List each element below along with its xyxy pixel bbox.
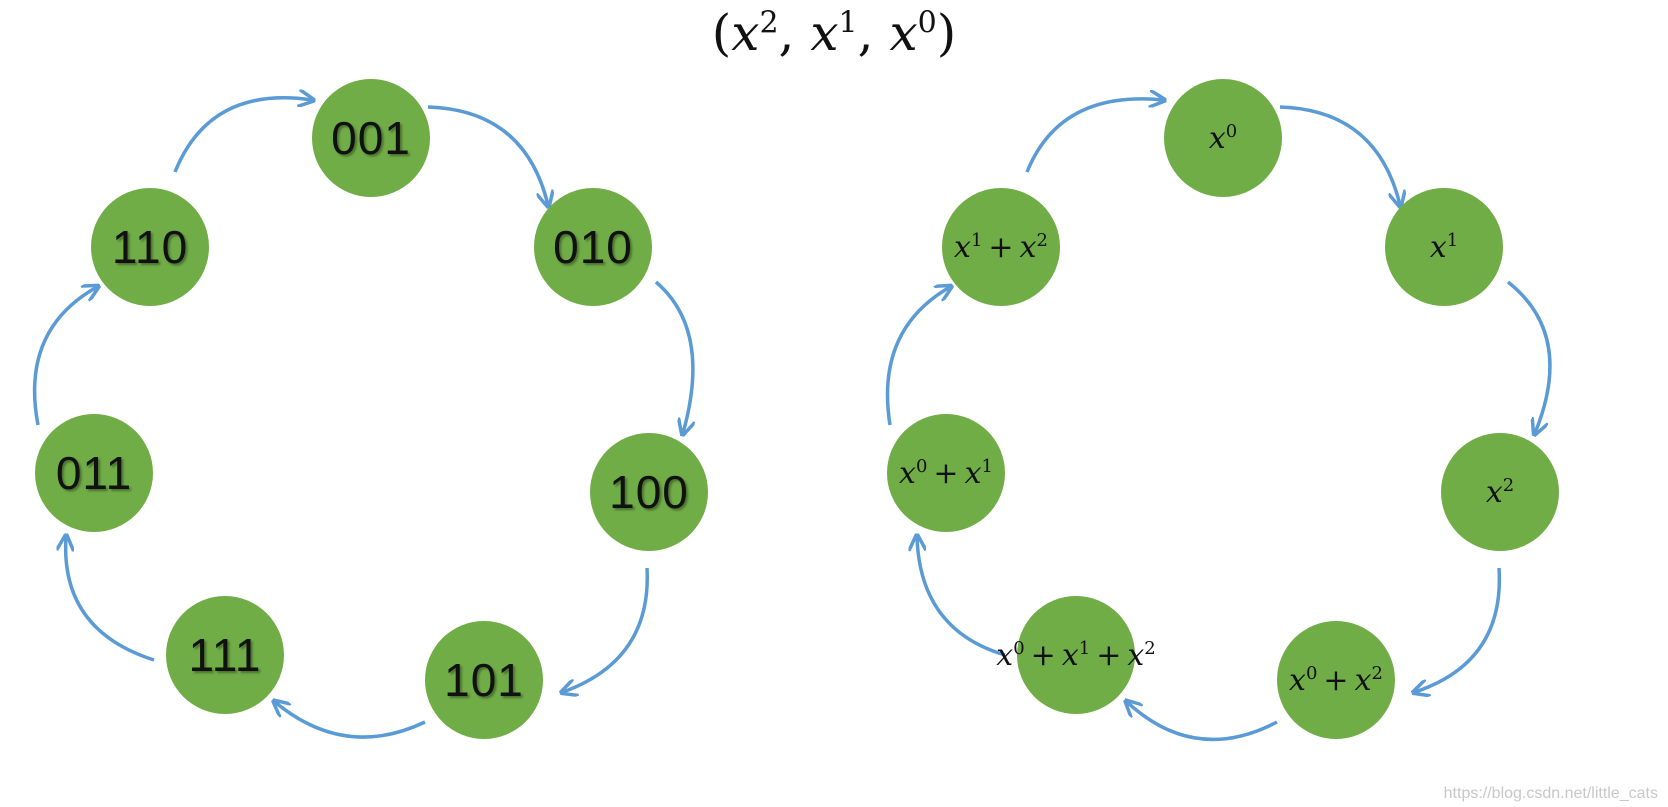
left-cycle-arrow-2 bbox=[654, 280, 693, 433]
state-node-binary: 001 bbox=[312, 79, 430, 197]
state-node-polynomial: x0+x1 bbox=[887, 414, 1005, 532]
title-term: x0 bbox=[889, 4, 937, 62]
state-node-binary: 011 bbox=[35, 414, 153, 532]
state-node-binary: 111 bbox=[166, 596, 284, 714]
polynomial-term: x1 bbox=[964, 455, 993, 491]
state-node-binary: 010 bbox=[534, 188, 652, 306]
polynomial-label: x2 bbox=[1486, 475, 1514, 510]
state-node-polynomial: x0+x1+x2 bbox=[996, 596, 1156, 714]
state-node-polynomial: x1+x2 bbox=[942, 188, 1060, 306]
polynomial-term: x0 bbox=[1208, 120, 1238, 156]
watermark: https://blog.csdn.net/little_cats bbox=[1443, 785, 1658, 802]
left-cycle-arrow-4 bbox=[275, 702, 426, 739]
polynomial-label: x1 bbox=[1430, 230, 1458, 265]
state-label: 111 bbox=[188, 629, 262, 681]
polynomial-label: x0+x1 bbox=[899, 455, 993, 491]
left-cycle-arrow-6 bbox=[32, 287, 97, 426]
left-cycle-arrow-5 bbox=[66, 537, 155, 662]
state-node-polynomial: x1 bbox=[1385, 188, 1503, 306]
left-cycle-arrow-1 bbox=[427, 105, 548, 205]
left-cycle-arrow-3 bbox=[563, 567, 649, 692]
polynomial-term: x2 bbox=[1127, 637, 1156, 673]
right-cycle-arrow-3 bbox=[1415, 567, 1502, 692]
state-label: 011 bbox=[55, 447, 133, 499]
polynomial-label: x1+x2 bbox=[954, 229, 1048, 265]
title-term: x2 bbox=[731, 4, 779, 62]
state-node-binary: 100 bbox=[590, 433, 708, 551]
state-label: 110 bbox=[111, 221, 189, 273]
state-node-polynomial: x0 bbox=[1164, 79, 1282, 197]
state-label: 001 bbox=[331, 112, 411, 164]
polynomial-label: x0+x1+x2 bbox=[996, 637, 1156, 673]
state-node-binary: 110 bbox=[91, 188, 209, 306]
polynomial-term: x0 bbox=[899, 455, 928, 491]
polynomial-term: x2 bbox=[1019, 229, 1048, 265]
right-cycle-arrow-6 bbox=[885, 287, 951, 426]
diagram-title: (x2, x1, x0) bbox=[711, 4, 957, 62]
polynomial-term: x1 bbox=[1061, 637, 1091, 673]
polynomial-term: x0 bbox=[1289, 662, 1318, 698]
right-cycle-arrow-2 bbox=[1506, 280, 1552, 433]
state-label: 010 bbox=[553, 221, 633, 273]
state-label: 101 bbox=[444, 654, 524, 706]
polynomial-term: x2 bbox=[1485, 474, 1515, 510]
state-node-binary: 101 bbox=[425, 621, 543, 739]
state-label: 100 bbox=[609, 466, 689, 518]
polynomial-term: x2 bbox=[1354, 662, 1383, 698]
polynomial-label: x0 bbox=[1209, 121, 1237, 156]
right-cycle-arrow-4 bbox=[1127, 702, 1278, 742]
polynomial-term: x1 bbox=[1429, 229, 1459, 265]
polynomial-term: x1 bbox=[954, 229, 983, 265]
state-node-polynomial: x0+x2 bbox=[1277, 621, 1395, 739]
polynomial-label: x0+x2 bbox=[1289, 662, 1383, 698]
right-cycle-arrow-7 bbox=[1025, 99, 1163, 173]
left-cycle-arrow-7 bbox=[173, 98, 312, 173]
state-node-polynomial: x2 bbox=[1441, 433, 1559, 551]
polynomial-term: x0 bbox=[996, 637, 1025, 673]
right-cycle-arrow-1 bbox=[1279, 105, 1400, 205]
title-term: x1 bbox=[810, 4, 858, 62]
right-cycle-arrow-5 bbox=[917, 537, 1006, 657]
